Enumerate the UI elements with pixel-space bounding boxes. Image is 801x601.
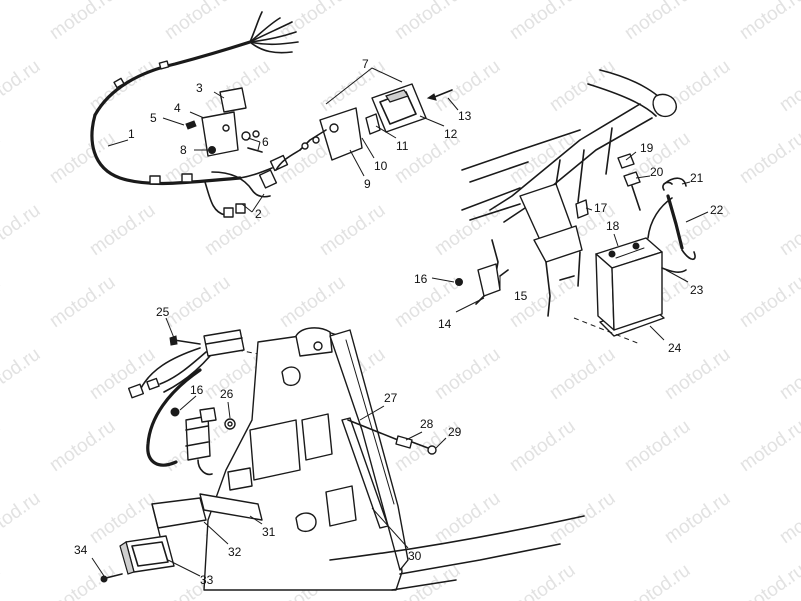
watermark-text-34: motod.ru [161, 272, 234, 332]
watermark-text-16: motod.ru [0, 128, 4, 188]
watermark-text-3: motod.ru [276, 0, 349, 44]
watermark-text-8: motod.ru [0, 56, 44, 116]
callout-9[interactable]: 9 [364, 177, 371, 191]
watermark-text-2: motod.ru [161, 0, 234, 44]
callout-11[interactable]: 11 [396, 139, 409, 153]
watermark-text-41: motod.ru [86, 344, 159, 404]
watermark-text-13: motod.ru [546, 56, 619, 116]
callout-1[interactable]: 1 [128, 127, 135, 141]
vehicle-frame [461, 69, 677, 317]
callout-21[interactable]: 21 [690, 171, 704, 185]
watermark-text-55: motod.ru [736, 416, 801, 476]
ignition-coil [170, 407, 236, 476]
watermark-text-56: motod.ru [0, 488, 44, 548]
mounting-panel [203, 327, 585, 591]
callout-3[interactable]: 3 [196, 81, 203, 95]
watermark-text-7: motod.ru [736, 0, 801, 44]
callout-13[interactable]: 13 [458, 109, 472, 123]
watermark-text-6: motod.ru [621, 0, 694, 44]
callout-19[interactable]: 19 [640, 141, 654, 155]
watermark-text-23: motod.ru [736, 128, 801, 188]
wiring-harness [90, 11, 299, 218]
callout-10[interactable]: 10 [374, 159, 388, 173]
watermark-text-40: motod.ru [0, 344, 44, 404]
watermark-text-28: motod.ru [431, 200, 504, 260]
license-light [100, 493, 263, 583]
watermark-text-71: motod.ru [736, 560, 801, 601]
watermark-text-35: motod.ru [276, 272, 349, 332]
callout-32[interactable]: 32 [228, 545, 242, 559]
watermark-text-25: motod.ru [86, 200, 159, 260]
watermark-text-33: motod.ru [46, 272, 119, 332]
callout-5[interactable]: 5 [150, 111, 157, 125]
callout-23[interactable]: 23 [690, 283, 704, 297]
callout-18[interactable]: 18 [606, 219, 620, 233]
leader-lines [91, 67, 709, 577]
watermark-text-61: motod.ru [546, 488, 619, 548]
watermark-text-15: motod.ru [776, 56, 801, 116]
battery-group [595, 153, 696, 337]
watermark-text-65: motod.ru [46, 560, 119, 601]
callout-22[interactable]: 22 [710, 203, 724, 217]
callout-17[interactable]: 17 [594, 201, 608, 215]
watermark-text-0: motod.ru [0, 0, 4, 44]
watermark-text-36: motod.ru [391, 272, 464, 332]
callout-29[interactable]: 29 [448, 425, 462, 439]
callout-16-upper[interactable]: 16 [414, 272, 428, 286]
watermark-text-69: motod.ru [506, 560, 579, 601]
watermark-text-24: motod.ru [0, 200, 44, 260]
watermark-text-48: motod.ru [0, 416, 4, 476]
watermark-text-27: motod.ru [316, 200, 389, 260]
watermark-text-62: motod.ru [661, 488, 734, 548]
callout-20[interactable]: 20 [650, 165, 664, 179]
watermark-text-31: motod.ru [776, 200, 801, 260]
tail-light-assembly [275, 83, 453, 171]
callout-labels: 1 2 3 4 5 6 7 8 9 10 11 12 13 14 15 16 1… [74, 57, 724, 587]
watermark-text-32: motod.ru [0, 272, 4, 332]
watermark-text-47: motod.ru [776, 344, 801, 404]
watermark-text-21: motod.ru [506, 128, 579, 188]
relay-bracket [455, 239, 509, 305]
lower-harness [127, 329, 245, 467]
callout-8[interactable]: 8 [180, 143, 187, 157]
watermark-text-45: motod.ru [546, 344, 619, 404]
callout-2[interactable]: 2 [255, 207, 262, 221]
watermark-text-17: motod.ru [46, 128, 119, 188]
callout-15[interactable]: 15 [514, 289, 528, 303]
watermark-text-4: motod.ru [391, 0, 464, 44]
watermark-text-64: motod.ru [0, 560, 4, 601]
callout-28[interactable]: 28 [420, 417, 434, 431]
callout-33[interactable]: 33 [200, 573, 214, 587]
callout-25[interactable]: 25 [156, 305, 170, 319]
callout-30[interactable]: 30 [408, 549, 422, 563]
callout-7[interactable]: 7 [362, 57, 369, 71]
watermark-text-39: motod.ru [736, 272, 801, 332]
watermark-text-53: motod.ru [506, 416, 579, 476]
callout-4[interactable]: 4 [174, 101, 181, 115]
watermark-text-49: motod.ru [46, 416, 119, 476]
watermark-text-44: motod.ru [431, 344, 504, 404]
callout-12[interactable]: 12 [444, 127, 458, 141]
watermark-text-54: motod.ru [621, 416, 694, 476]
callout-14[interactable]: 14 [438, 317, 452, 331]
watermark-text-70: motod.ru [621, 560, 694, 601]
callout-27[interactable]: 27 [384, 391, 398, 405]
callout-16-lower[interactable]: 16 [190, 383, 204, 397]
callout-34[interactable]: 34 [74, 543, 88, 557]
watermark-text-63: motod.ru [776, 488, 801, 548]
watermark-text-12: motod.ru [431, 56, 504, 116]
callout-24[interactable]: 24 [668, 341, 682, 355]
watermark-text-5: motod.ru [506, 0, 579, 44]
callout-6[interactable]: 6 [262, 135, 269, 149]
callout-26[interactable]: 26 [220, 387, 234, 401]
callout-31[interactable]: 31 [262, 525, 276, 539]
watermark-text-1: motod.ru [46, 0, 119, 44]
